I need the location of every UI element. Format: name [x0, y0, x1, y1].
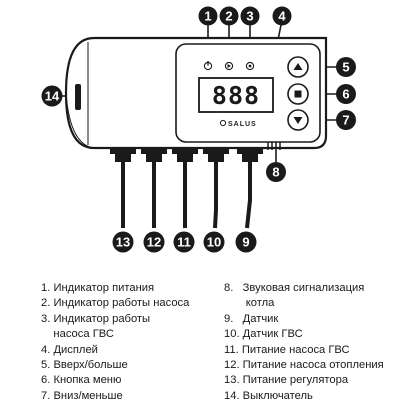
legend-item: 5. Вверх/больше [41, 359, 128, 372]
legend-item: насоса ГВС [41, 328, 114, 341]
legend-right: 8. Звуковая сигнализация котла 9. Датчик… [224, 281, 384, 404]
legend-item: котла [224, 297, 275, 310]
callout-3: 3 [240, 6, 260, 26]
legend-item: 7. Вниз/меньше [41, 389, 123, 402]
legend-item: 9. Датчик [224, 312, 279, 325]
buzzer-grille [267, 142, 281, 150]
power-indicator-icon [203, 61, 213, 71]
legend-item: 3. Индикатор работы [41, 312, 151, 325]
callout-4: 4 [272, 6, 292, 26]
cable-11 [172, 148, 198, 228]
callout-2: 2 [219, 6, 239, 26]
svg-text:14: 14 [45, 89, 60, 104]
legend-item: 4. Дисплей [41, 343, 98, 356]
callout-8: 8 [266, 162, 286, 182]
legend-left: 1. Индикатор питания 2. Индикатор работы… [41, 281, 189, 404]
svg-text:5: 5 [342, 60, 349, 75]
menu-button[interactable] [287, 83, 309, 105]
callout-6: 6 [336, 84, 356, 104]
up-arrow-icon [293, 63, 303, 70]
salus-logo: SALUS [219, 119, 257, 128]
svg-text:4: 4 [278, 9, 286, 24]
legend-item: 2. Индикатор работы насоса [41, 297, 190, 310]
callout-10: 10 [203, 231, 225, 253]
svg-text:10: 10 [207, 235, 221, 250]
controller-diagram: 888 SALUS [41, 6, 356, 253]
svg-text:9: 9 [242, 235, 249, 250]
svg-text:1: 1 [204, 9, 211, 24]
display-screen [198, 77, 274, 113]
cable-9 [237, 148, 263, 229]
down-arrow-icon [293, 117, 303, 124]
svg-text:13: 13 [116, 235, 130, 250]
legend-item: 11. Питание насоса ГВС [224, 343, 350, 356]
legend-item: 14. Выключатель [224, 389, 313, 402]
legend-item: 6. Кнопка меню [41, 374, 122, 387]
svg-text:12: 12 [147, 235, 161, 250]
legend-item: 10. Датчик ГВС [224, 328, 303, 341]
power-switch[interactable] [75, 84, 81, 110]
svg-text:7: 7 [342, 113, 349, 128]
cables [110, 148, 263, 229]
callout-9: 9 [235, 231, 257, 253]
callout-7: 7 [336, 110, 356, 130]
up-button[interactable] [287, 56, 309, 78]
display-reading: 888 [212, 81, 260, 110]
callout-5: 5 [336, 57, 356, 77]
svg-text:6: 6 [342, 87, 349, 102]
down-button[interactable] [287, 109, 309, 131]
square-icon [294, 90, 302, 98]
callout-13: 13 [112, 231, 134, 253]
legend-item: 8. Звуковая сигнализация [224, 282, 365, 294]
cable-10 [203, 148, 229, 229]
dhw-pump-indicator-icon [245, 61, 255, 71]
legend-item: 12. Питание насоса отопления [224, 359, 384, 372]
svg-text:8: 8 [272, 165, 279, 180]
legend-item: 1. Индикатор питания [41, 282, 155, 294]
callout-14: 14 [41, 85, 63, 107]
legend-item: 13. Питание регулятора [224, 374, 349, 387]
svg-text:2: 2 [225, 9, 232, 24]
svg-text:3: 3 [246, 9, 253, 24]
svg-text:11: 11 [177, 235, 191, 250]
cable-12 [141, 148, 167, 228]
pump-indicator-icon [224, 61, 234, 71]
brand-label: SALUS [228, 121, 257, 128]
callout-1: 1 [198, 6, 218, 26]
callout-12: 12 [143, 231, 165, 253]
callout-11: 11 [173, 231, 195, 253]
cable-13 [110, 148, 136, 228]
